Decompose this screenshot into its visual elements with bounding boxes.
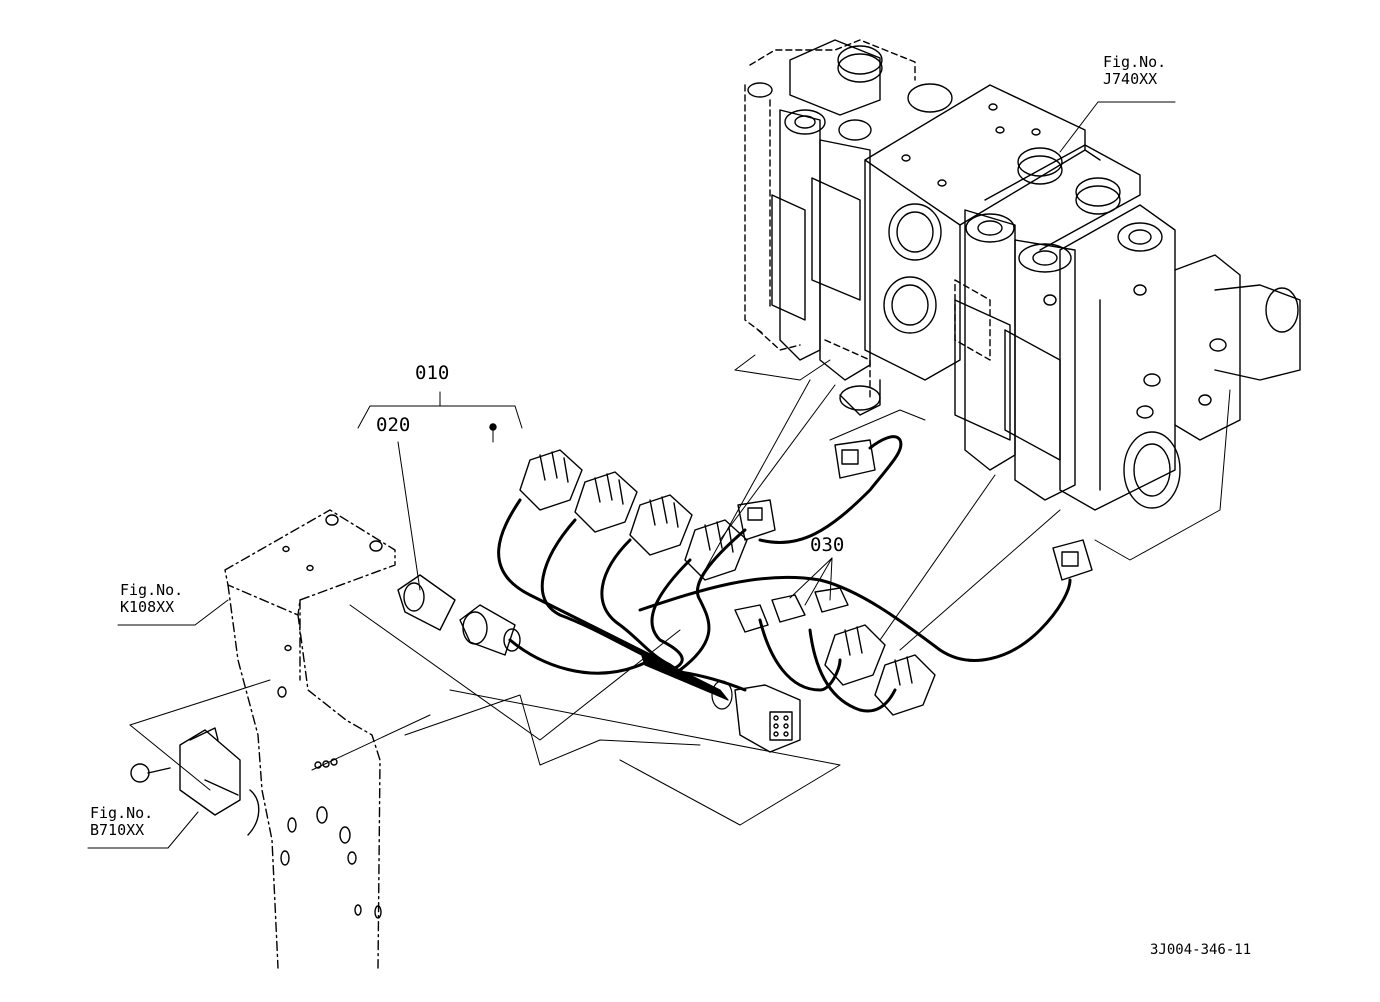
connector-9 [1052, 539, 1093, 581]
control-valve-assembly [744, 39, 1301, 511]
figure-ref-k108-code: K108XX [120, 598, 175, 617]
drawing-code: 3J004-346-11 [1150, 942, 1252, 958]
callout-020: 020 [376, 414, 411, 436]
pressure-switch [179, 727, 260, 836]
callout-dot [489, 423, 497, 431]
connector-2 [574, 471, 638, 533]
connector-set [130, 439, 1093, 836]
connector-020-a [397, 574, 456, 631]
connector-020-b [459, 604, 521, 656]
connector-6 [834, 439, 876, 479]
callout-010: 010 [415, 362, 450, 384]
figure-ref-k108-prefix: Fig.No. [120, 581, 184, 599]
connector-8 [874, 654, 936, 716]
harness-tape [639, 649, 733, 710]
connector-4 [684, 519, 748, 581]
connector-3 [629, 494, 693, 556]
clip-030-1 [734, 604, 769, 633]
mounting-bolt [130, 763, 171, 783]
clip-030-3 [814, 587, 849, 613]
main-connector [734, 684, 801, 753]
callout-030: 030 [810, 534, 845, 556]
connector-7 [824, 624, 886, 686]
figure-ref-b710-prefix: Fig.No. [90, 804, 154, 822]
figure-ref-j740: Fig.No. J740XX [1103, 53, 1167, 89]
figure-ref-j740-code: J740XX [1103, 70, 1158, 89]
figure-ref-b710: Fig.No. B710XX [90, 804, 154, 840]
harness-wires [497, 435, 1072, 713]
small-screws [314, 758, 338, 769]
connector-1 [519, 449, 583, 511]
clip-030-2 [771, 594, 806, 623]
figure-ref-b710-code: B710XX [90, 821, 145, 840]
figure-ref-k108: Fig.No. K108XX [120, 581, 184, 617]
figure-ref-j740-prefix: Fig.No. [1103, 53, 1167, 71]
connector-5 [737, 499, 776, 541]
leader-lines [87, 101, 1231, 849]
frame-bracket [224, 509, 396, 969]
bracket-holes [277, 514, 383, 919]
